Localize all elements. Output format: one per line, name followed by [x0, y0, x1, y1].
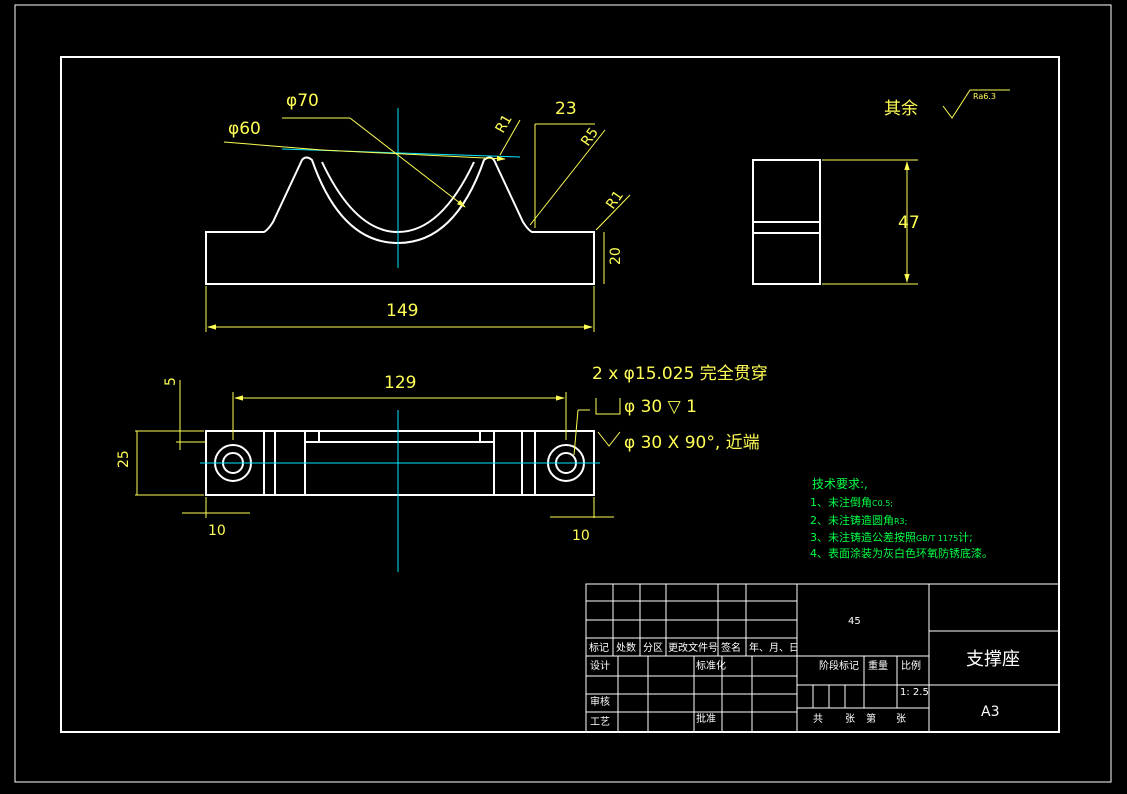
front-view-outline: [205, 156, 595, 285]
tb-sheet-size: A3: [981, 704, 999, 720]
label-dim-129: 129: [384, 373, 416, 393]
tb-process: 工艺: [590, 716, 610, 728]
title-block-frame: [585, 583, 1060, 733]
top-view: 129 5 25 10 10 2 x φ15.025 完全贯穿 φ 30 ▽ 1…: [116, 364, 768, 572]
label-r5: R5: [578, 125, 602, 149]
leader-r5: [529, 129, 606, 226]
surface-finish-symbol: [942, 89, 1010, 119]
tb-scale-label: 比例: [901, 659, 921, 672]
tb-design: 设计: [590, 659, 610, 672]
inner-border: [60, 56, 1060, 733]
tb-weight: 重量: [868, 659, 888, 672]
tb-scale-value: 1: 2.5: [900, 687, 929, 698]
tb-part-name: 支撑座: [966, 649, 1020, 670]
leader-r1-top: [499, 119, 521, 156]
tech-req-item-2: 2、未注铸造圆角R3;: [810, 513, 907, 527]
label-dim-10-right: 10: [572, 528, 590, 544]
surface-finish-value: Ra6.3: [973, 92, 996, 101]
surface-finish: 其余 Ra6.3: [884, 89, 1010, 119]
tech-req-item-1-main: 1、未注倒角: [810, 495, 872, 509]
title-block-text: 标记 处数 分区 更改文件号 签名 年、月、日 设计 标准化 审核 工艺 批准 …: [589, 616, 1020, 728]
hole-note-1: 2 x φ15.025 完全贯穿: [592, 364, 768, 384]
tb-header-count: 处数: [616, 641, 636, 654]
tb-header-mark: 标记: [589, 642, 609, 654]
label-dim-10-left: 10: [208, 523, 226, 539]
counterbore-symbol: [595, 398, 621, 415]
tb-standardization: 标准化: [696, 659, 726, 672]
tb-stage-mark: 阶段标记: [819, 659, 859, 672]
tech-req-item-3: 3、未注铸造公差按照GB/T 1175计;: [810, 530, 973, 544]
tb-sheet-no: 第: [866, 712, 876, 725]
centerline-horizontal-front: [281, 148, 521, 158]
tech-req-item-3-main: 3、未注铸造公差按照: [810, 530, 916, 544]
front-view: φ70 φ60 R1 R5 R1 23 20 149: [205, 91, 631, 332]
label-dia-60: φ60: [228, 119, 261, 139]
tb-approve: 批准: [696, 712, 716, 725]
tb-header-zone: 分区: [643, 642, 663, 654]
hole-note-leader: [573, 409, 579, 456]
label-dim-20: 20: [608, 247, 624, 265]
hole-note-3: φ 30 X 90°, 近端: [624, 433, 760, 453]
tb-sheets-total: 共: [813, 713, 823, 725]
label-dim-149: 149: [386, 301, 418, 321]
label-r1-side: R1: [603, 188, 627, 212]
tb-header-change-doc: 更改文件号: [668, 641, 718, 654]
tb-review: 审核: [590, 695, 610, 708]
tech-req-item-3-tail: 计;: [958, 531, 973, 544]
outer-border: [14, 4, 1112, 783]
title-block: [585, 583, 1060, 733]
side-view: 47: [752, 159, 920, 285]
surface-finish-label: 其余: [884, 99, 918, 119]
countersink-symbol: [597, 431, 621, 447]
label-r1-top: R1: [493, 112, 516, 136]
tech-req-item-3-small: GB/T 1175: [916, 534, 958, 543]
label-dim-23: 23: [555, 99, 577, 119]
technical-requirements: 技术要求:, 1、未注倒角C0.5; 2、未注铸造圆角R3; 3、未注铸造公差按…: [810, 477, 993, 560]
label-dim-5: 5: [163, 377, 179, 386]
hole-note-2: φ 30 ▽ 1: [624, 397, 697, 417]
tech-req-item-1: 1、未注倒角C0.5;: [810, 495, 893, 509]
leader-dia-60-right: [321, 149, 506, 162]
tech-req-heading: 技术要求:,: [812, 477, 868, 491]
label-dia-70: φ70: [286, 91, 319, 111]
tech-req-item-4: 4、表面涂装为灰白色环氧防锈底漆。: [810, 546, 993, 560]
leader-dia-60: [223, 141, 323, 151]
tb-sheet-no-unit: 张: [896, 713, 906, 725]
tb-material: 45: [848, 616, 861, 627]
tb-header-date: 年、月、日: [749, 641, 799, 654]
leader-dia-70-diag: [349, 117, 466, 208]
tech-req-item-2-small: R3;: [894, 517, 907, 526]
tb-sheets-total-unit: 张: [845, 713, 855, 725]
label-dim-25: 25: [116, 450, 132, 468]
tech-req-item-2-main: 2、未注铸造圆角: [810, 513, 894, 527]
leader-r1-side: [595, 194, 631, 231]
tech-req-item-1-small: C0.5;: [872, 499, 893, 508]
label-dim-47: 47: [898, 213, 920, 233]
tb-header-signature: 签名: [721, 641, 741, 654]
